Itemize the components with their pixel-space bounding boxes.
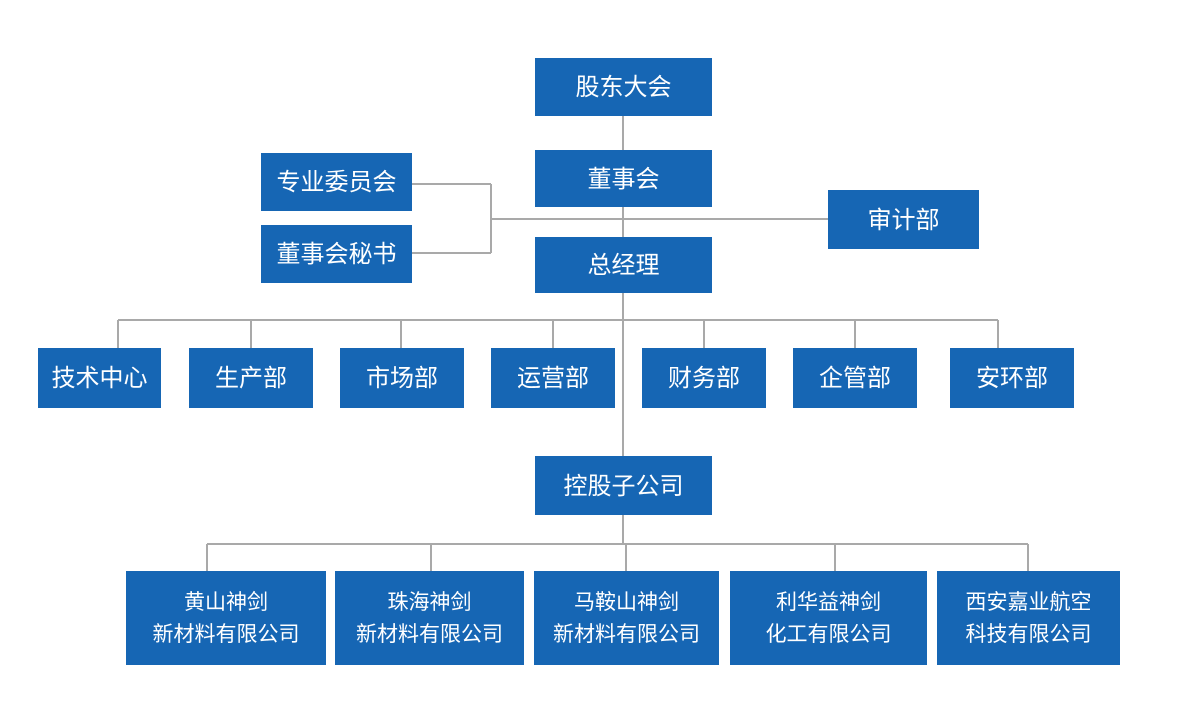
audit-label: 审计部 xyxy=(867,205,940,234)
subsidiary-name: 珠海神剑 xyxy=(387,590,472,614)
department-label: 企管部 xyxy=(819,364,891,392)
department-box: 市场部 xyxy=(340,348,464,408)
audit-box: 审计部 xyxy=(828,190,979,249)
department-label: 市场部 xyxy=(366,364,438,392)
department-box: 生产部 xyxy=(189,348,313,408)
subsidiary-box: 珠海神剑 新材料有限公司 xyxy=(335,571,524,665)
subsidiary-name: 马鞍山神剑 xyxy=(574,590,679,614)
department-label: 安环部 xyxy=(976,364,1048,392)
subsidiary-box: 黄山神剑 新材料有限公司 xyxy=(126,571,326,665)
subsidiary-name: 利华益神剑 xyxy=(776,590,881,614)
general-manager-box: 总经理 xyxy=(535,237,712,293)
secretary-label: 董事会秘书 xyxy=(276,240,397,268)
subsidiary-box: 利华益神剑 化工有限公司 xyxy=(730,571,927,665)
department-box: 技术中心 xyxy=(38,348,161,408)
holding-box: 控股子公司 xyxy=(535,456,712,515)
subsidiary-type: 新材料有限公司 xyxy=(152,622,300,646)
department-label: 技术中心 xyxy=(51,364,148,392)
department-label: 生产部 xyxy=(215,364,287,392)
subsidiary-name: 西安嘉业航空 xyxy=(965,590,1092,614)
subsidiary-type: 化工有限公司 xyxy=(765,622,892,646)
general-manager-label: 总经理 xyxy=(587,251,660,279)
subsidiary-box: 马鞍山神剑 新材料有限公司 xyxy=(534,571,719,665)
subsidiary-type: 新材料有限公司 xyxy=(553,622,700,646)
secretary-box: 董事会秘书 xyxy=(261,225,412,283)
board-label: 董事会 xyxy=(587,164,660,193)
department-box: 运营部 xyxy=(491,348,615,408)
subsidiary-type: 新材料有限公司 xyxy=(356,622,503,646)
department-box: 安环部 xyxy=(950,348,1074,408)
department-box: 企管部 xyxy=(793,348,917,408)
subsidiary-name: 黄山神剑 xyxy=(184,590,268,614)
department-box: 财务部 xyxy=(642,348,766,408)
committee-box: 专业委员会 xyxy=(261,153,412,211)
department-label: 财务部 xyxy=(668,364,740,392)
shareholders-box: 股东大会 xyxy=(535,58,712,116)
department-label: 运营部 xyxy=(517,364,589,392)
subsidiary-type: 科技有限公司 xyxy=(965,622,1092,646)
holding-label: 控股子公司 xyxy=(563,471,684,500)
committee-label: 专业委员会 xyxy=(276,168,397,196)
shareholders-label: 股东大会 xyxy=(575,73,672,101)
board-box: 董事会 xyxy=(535,150,712,207)
subsidiary-box: 西安嘉业航空 科技有限公司 xyxy=(937,571,1120,665)
